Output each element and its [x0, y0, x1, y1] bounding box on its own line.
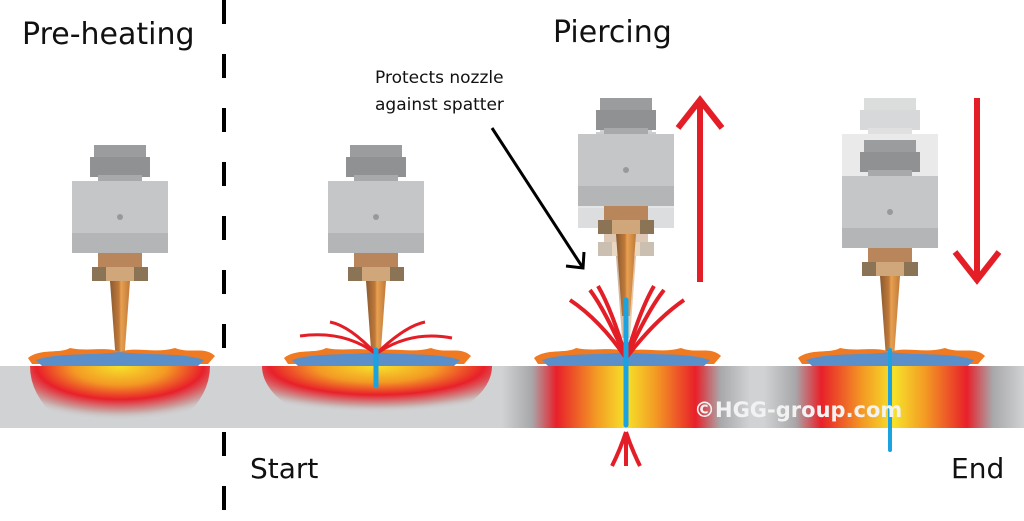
- torch: [328, 145, 424, 363]
- stage-end: [764, 98, 1024, 452]
- spatter: [299, 320, 453, 356]
- annotation-arrow-icon: [490, 127, 586, 270]
- stage-preheating: [28, 145, 215, 438]
- down-arrow-icon: [952, 98, 1002, 285]
- stage-start: [262, 145, 492, 428]
- heat-zone: [262, 366, 492, 428]
- annotation-line-2: against spatter: [375, 95, 504, 115]
- annotation-line-1: Protects nozzle: [375, 68, 504, 88]
- up-arrow-icon: [675, 95, 725, 282]
- spatter: [568, 284, 686, 467]
- label-end: End: [951, 452, 1004, 485]
- label-start: Start: [250, 452, 318, 485]
- copyright-watermark: ©HGG-group.com: [694, 398, 902, 422]
- torch: [72, 145, 168, 363]
- label-preheating: Pre-heating: [22, 17, 195, 52]
- heat-band: [764, 366, 1024, 428]
- label-piercing: Piercing: [553, 15, 672, 50]
- heat-zone: [30, 366, 210, 438]
- stage-piercing: [502, 95, 750, 467]
